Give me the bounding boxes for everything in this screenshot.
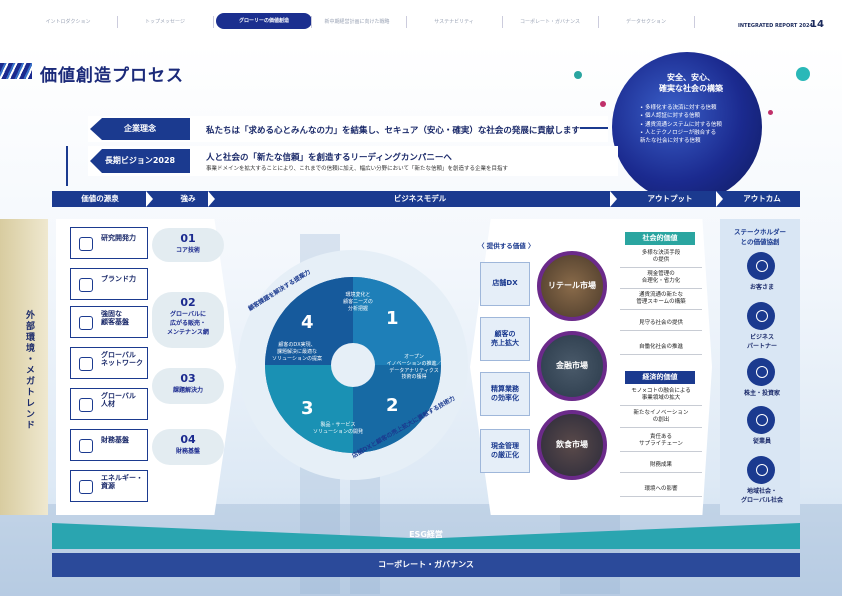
value-settlement-efficiency: 精算業務 の効率化	[480, 372, 530, 416]
value-sales-growth: 顧客の 売上拡大	[480, 317, 530, 361]
social-item: 通貨流通の新たな 管理スキームの構築	[620, 292, 702, 311]
market-retail: リテール市場	[537, 251, 607, 321]
step-4-number: 4	[301, 312, 314, 333]
vision-item: • 多様化する決済に対する信頼	[640, 105, 717, 111]
economic-item: 環境への影響	[620, 486, 702, 498]
energy-icon	[79, 480, 93, 494]
title-stripe-decoration	[0, 63, 32, 79]
nav-tab-intro[interactable]: イントロダクション	[45, 19, 91, 25]
customer-icon	[747, 252, 775, 280]
investor-icon	[747, 358, 775, 386]
source-global-talent: グローバル 人材	[70, 388, 148, 420]
feedback-arrow	[66, 146, 68, 186]
provided-value-label: 〈 提供する価値 〉	[478, 242, 535, 250]
globe-icon	[79, 357, 93, 371]
nav-tab-value-creation[interactable]: グローリーの価値創造	[216, 13, 312, 29]
economic-item: 財務成果	[620, 462, 702, 474]
social-item: 見守る社会の提供	[620, 320, 702, 332]
employee-icon	[747, 406, 775, 434]
header-business-model: ビジネスモデル	[393, 194, 447, 203]
stakeholder-shareholders: 株主・投資家	[743, 390, 780, 397]
header-sources: 価値の源泉	[81, 194, 119, 203]
market-finance: 金融市場	[537, 331, 607, 401]
step-4-text: 顧客のDX実現、 課題解決に最適な ソリューションの提案	[272, 342, 322, 362]
stakeholder-society: 地域社会・ グローバル社会	[741, 488, 783, 504]
governance-band: コーポレート・ガバナンス	[52, 553, 800, 577]
top-nav: イントロダクション トップメッセージ グローリーの価値創造 新中期経営計画に向け…	[0, 0, 842, 44]
stakeholder-customers: お客さま	[749, 284, 774, 291]
vision-item: • 通貨流通システムに対する信頼	[640, 121, 722, 128]
social-item: 現金管理の 合理化・省力化	[620, 271, 702, 290]
page-title: 価値創造プロセス	[40, 66, 184, 86]
stakeholder-partners: ビジネス パートナー	[746, 334, 777, 350]
building-icon	[79, 316, 93, 330]
philosophy-text: 私たちは「求める心とみんなの力」を結集し、セキュア（安心・確実）な社会の発展に貢…	[206, 126, 580, 136]
external-env-label: 外部環境・メガトレンド	[24, 310, 34, 431]
value-cash-control: 現金管理 の厳正化	[480, 429, 530, 473]
network-icon	[79, 278, 93, 292]
nav-tab-sustainability[interactable]: サステナビリティ	[434, 19, 474, 25]
page-number: 14	[810, 19, 824, 30]
step-2-text: オープン イノベーションの推進／ データアナリティクス 技術の獲得	[386, 354, 442, 381]
source-customer-base: 強固な 顧客基盤	[70, 306, 148, 338]
vision2028-subtext: 事業ドメインを拡大することにより、これまでの信頼に加え、幅広い分野において「新た…	[206, 166, 509, 172]
nav-tab-strategy[interactable]: 新中期経営計画に向けた戦略	[324, 19, 390, 25]
vision-list: • 多様化する決済に対する信頼 • 個人認証に対する信頼 • 通貨流通システムに…	[640, 104, 750, 145]
source-global-network: グローバル ネットワーク	[70, 347, 148, 379]
nav-tab-data[interactable]: データセクション	[625, 19, 666, 25]
vision-circle	[612, 52, 762, 202]
business-model-cycle	[265, 277, 441, 453]
vision-item: • 人とテクノロジーが融合する 新たな社会に対する信頼	[640, 129, 717, 144]
header-outcome: アウトカム	[743, 194, 781, 203]
stakeholder-employees: 従業員	[752, 438, 771, 445]
economic-item: 責任ある サプライチェーン	[620, 434, 702, 453]
vision-title: 安全、安心、 確実な社会の構築	[659, 73, 723, 94]
economic-value-header: 経済的価値	[625, 371, 695, 384]
flask-icon	[79, 237, 93, 251]
vision2028-text: 人と社会の「新たな信頼」を創造するリーディングカンパニーへ	[206, 153, 452, 163]
social-item: 多様な決済手段 の提供	[620, 250, 702, 269]
source-brand: ブランド力	[70, 268, 148, 300]
header-strengths: 強み	[180, 194, 196, 203]
social-value-header: 社会的価値	[625, 232, 695, 245]
philosophy-label: 企業理念	[90, 118, 190, 140]
market-food: 飲食市場	[537, 410, 607, 480]
handshake-icon	[747, 302, 775, 330]
social-item: 自働化社会の推進	[620, 344, 702, 356]
source-rnd: 研究開発力	[70, 227, 148, 259]
nav-tab-governance[interactable]: コーポレート・ガバナンス	[520, 19, 580, 25]
esg-label: ESG経営	[409, 530, 443, 539]
source-finance: 財務基盤	[70, 429, 148, 461]
economic-item: 新たなイノベーション の創出	[620, 410, 702, 429]
header-output: アウトプット	[647, 194, 693, 203]
people-globe-icon	[79, 398, 93, 412]
step-1-text: 環境変化と 顧客ニーズの 分析把握	[343, 292, 373, 312]
step-3-number: 3	[301, 398, 314, 419]
stakeholder-title: ステークホルダー との価値協創	[734, 228, 786, 246]
step-2-number: 2	[386, 395, 399, 416]
source-energy: エネルギー・ 資源	[70, 470, 148, 502]
economic-item: モノ×コトの融合による 事業領域の拡大	[620, 388, 702, 407]
vision2028-label: 長期ビジョン2028	[90, 149, 190, 173]
step-1-number: 1	[386, 308, 399, 329]
output-panel	[616, 219, 712, 515]
step-3-text: 製品・サービス ソリューションの開発	[313, 422, 363, 435]
globe-people-icon	[747, 456, 775, 484]
value-store-dx: 店舗DX	[480, 262, 530, 306]
vision-item: • 個人認証に対する信頼	[640, 113, 701, 120]
finance-icon	[79, 439, 93, 453]
external-env-band	[0, 219, 48, 515]
nav-tab-message[interactable]: トップメッセージ	[145, 19, 185, 25]
report-label: INTEGRATED REPORT 2024	[738, 23, 813, 29]
